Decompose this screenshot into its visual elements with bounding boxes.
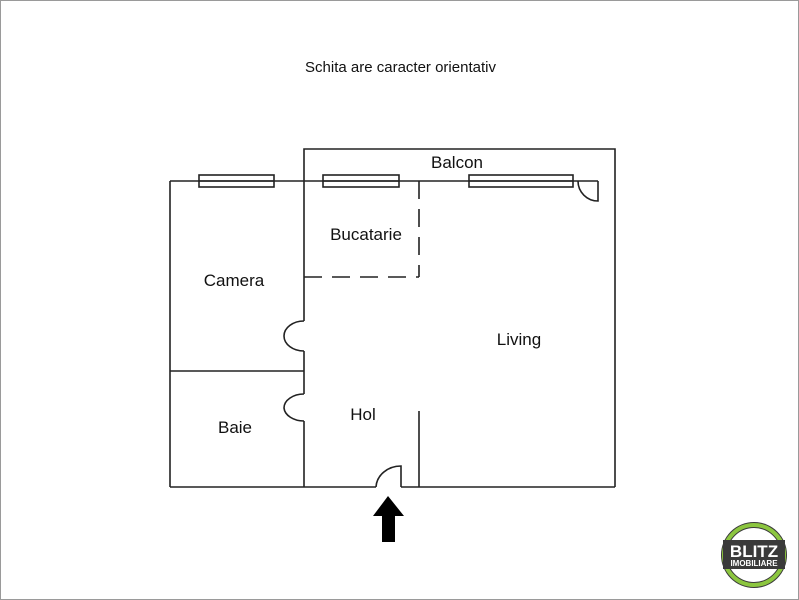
disclaimer-note: Schita are caracter orientativ [305, 59, 496, 76]
balcony-wall [303, 148, 616, 181]
logo-text-imobiliare: IMOBILIARE [730, 559, 778, 568]
room-label-bucatarie: Bucatarie [330, 225, 402, 244]
logo-text-blitz: BLITZ [730, 542, 778, 561]
arrow-up-icon [373, 496, 404, 542]
door-entrance [375, 465, 402, 488]
blitz-logo: BLITZ IMOBILIARE [721, 522, 787, 588]
room-label-baie: Baie [218, 418, 252, 437]
room-label-hol: Hol [350, 405, 376, 424]
room-label-camera: Camera [204, 271, 265, 290]
door-baie [283, 393, 305, 422]
room-label-balcon: Balcon [431, 153, 483, 172]
room-label-living: Living [497, 330, 541, 349]
door-camera [283, 320, 305, 352]
door-balcony [577, 180, 599, 202]
